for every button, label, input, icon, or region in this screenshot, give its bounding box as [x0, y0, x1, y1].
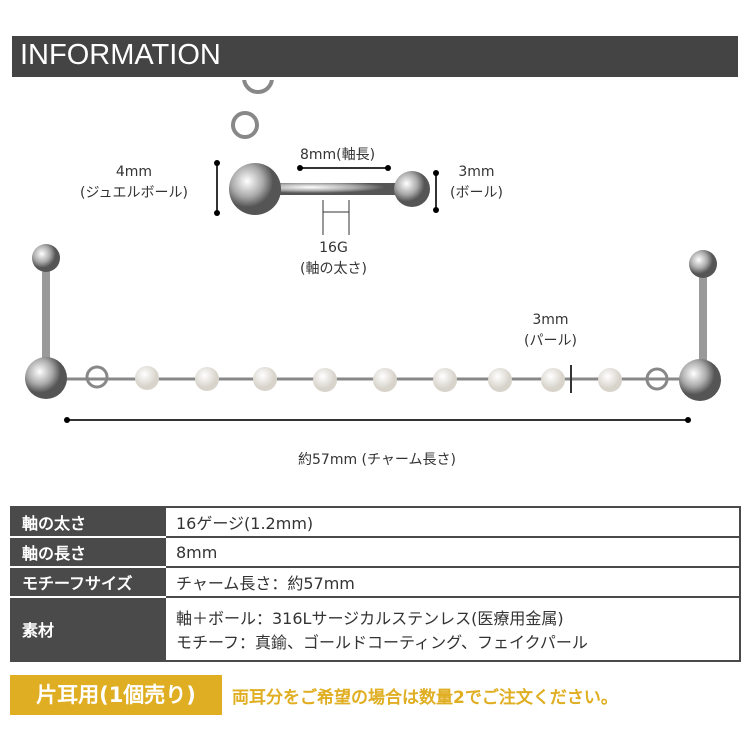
order-note: 両耳分をご希望の場合は数量2でご注文ください。: [232, 688, 618, 708]
section-header: INFORMATION: [12, 36, 738, 77]
table-row: モチーフサイズチャーム長さ：約57mm: [10, 566, 741, 598]
section-title: INFORMATION: [20, 39, 221, 71]
jewel-ball-label: 4mm(ジュエルボール): [80, 164, 188, 201]
gauge-label: 16G(軸の太さ): [300, 240, 367, 277]
shaft-length-label: 8mm(軸長): [300, 147, 376, 163]
table-row: 素材軸＋ボール：316Lサージカルステンレス(医療用金属)モチーフ：真鍮、ゴール…: [10, 596, 741, 662]
pearl-size-label: 3mm(パール): [524, 312, 577, 349]
charm-chain: [25, 244, 721, 423]
top-barbell: [214, 80, 439, 235]
single-ear-badge: 片耳用(1個売り): [10, 675, 222, 715]
product-diagram: [25, 80, 721, 423]
ball-size-label: 3mm(ボール): [450, 164, 503, 201]
charm-length-label: 約57mm (チャーム長さ): [298, 452, 456, 468]
